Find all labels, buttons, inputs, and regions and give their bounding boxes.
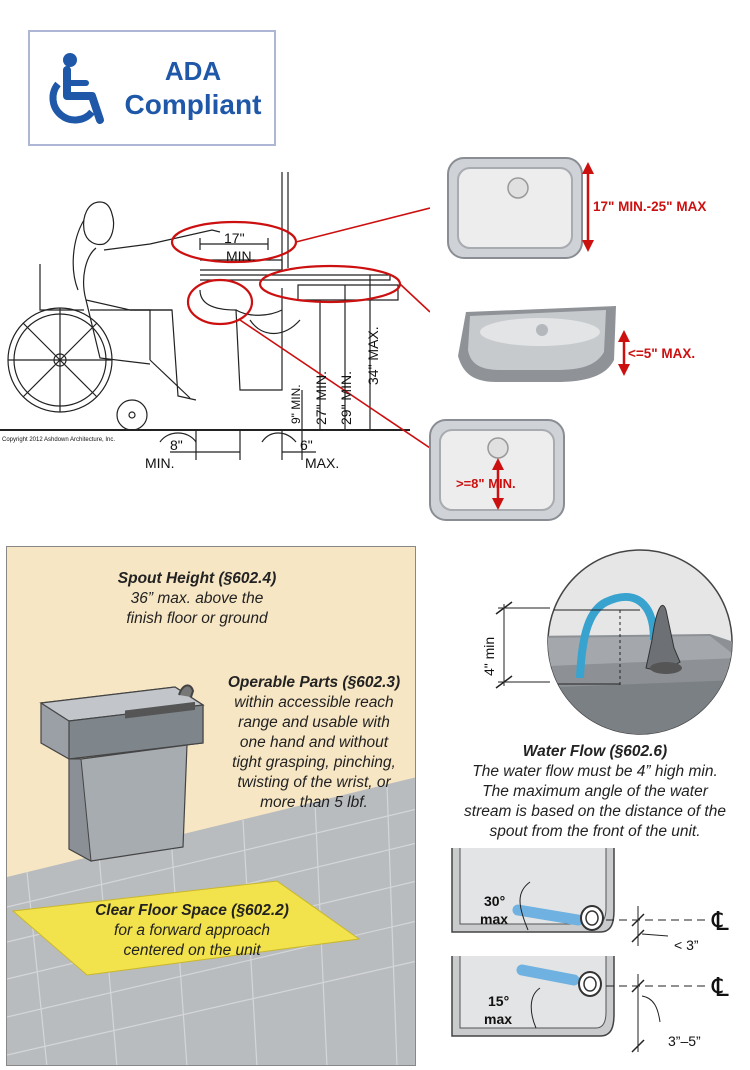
- dim-6-max-label: MAX.: [305, 455, 339, 471]
- dim-9-label: 9" MIN.: [289, 384, 303, 424]
- top-distance-label: < 3”: [674, 937, 699, 953]
- badge-line1: ADA: [164, 56, 222, 86]
- water-flow-note: Water Flow (§602.6) The water flow must …: [440, 742, 750, 842]
- operable-line4: tight grasping, pinching,: [232, 754, 396, 771]
- water-flow-line4: spout from the front of the unit.: [489, 823, 701, 840]
- water-flow-line2: The maximum angle of the water: [482, 783, 708, 800]
- dim-27-label: 27" MIN.: [313, 371, 329, 425]
- operable-parts-title: Operable Parts (§602.3): [227, 674, 401, 691]
- top-angle-label: 30°: [484, 893, 505, 909]
- spout-height-note: Spout Height (§602.4) 36” max. above the…: [67, 569, 327, 629]
- spout-height-line2: finish floor or ground: [126, 610, 268, 627]
- wheelchair-icon: [49, 53, 104, 124]
- dim-29-label: 29" MIN.: [338, 371, 354, 425]
- operable-line6: more than 5 lbf.: [260, 794, 368, 811]
- dim-17-label: 17": [224, 230, 245, 246]
- operable-parts-note: Operable Parts (§602.3) within accessibl…: [203, 673, 415, 813]
- spout-height-line1: 36” max. above the: [130, 590, 264, 607]
- badge-text: ADA Compliant: [118, 54, 268, 122]
- operable-line1: within accessible reach: [234, 694, 394, 711]
- clear-floor-line1: for a forward approach: [114, 922, 270, 939]
- sink-depth-callout: <=5" MAX.: [458, 306, 695, 382]
- fountain-illustration: [7, 684, 415, 1065]
- operable-line5: twisting of the wrist, or: [237, 774, 391, 791]
- badge-line2: Compliant: [124, 89, 262, 120]
- water-flow-detail: 4" min: [481, 549, 733, 735]
- bottom-angle-label: 15°: [488, 993, 509, 1009]
- clear-floor-title: Clear Floor Space (§602.2): [95, 902, 289, 919]
- bottom-centerline-symbol: ℄: [711, 972, 729, 1002]
- operable-line2: range and usable with: [238, 714, 390, 731]
- operable-line3: one hand and without: [239, 734, 389, 751]
- clear-floor-line2: centered on the unit: [123, 942, 261, 959]
- top-centerline-symbol: ℄: [711, 906, 729, 936]
- sink-width-callout: 17" MIN.-25" MAX: [447, 157, 706, 259]
- water-flow-line1: The water flow must be 4” high min.: [472, 763, 718, 780]
- water-flow-title: Water Flow (§602.6): [522, 743, 668, 760]
- drinking-fountain-panel: Spout Height (§602.4) 36” max. above the…: [6, 546, 416, 1066]
- depth-callout-label: <=5" MAX.: [628, 346, 695, 361]
- bottom-max-label: max: [484, 1011, 512, 1027]
- four-inch-min-label: 4" min: [481, 637, 497, 676]
- width-callout-label: 17" MIN.-25" MAX: [593, 199, 706, 214]
- dim-6-label: 6": [300, 437, 313, 453]
- dim-8-label: 8": [170, 437, 183, 453]
- water-flow-line3: stream is based on the distance of the: [464, 803, 726, 820]
- dim-17-min-label: MIN.: [226, 248, 256, 264]
- clear-floor-note: Clear Floor Space (§602.2) for a forward…: [67, 901, 317, 961]
- stream-angle-diagrams: 30° max < 3” ℄ 15° max 3”–5” ℄: [451, 848, 729, 1053]
- bottom-distance-label: 3”–5”: [668, 1033, 701, 1049]
- sink-clearance-diagram: 17" MIN. 27" MIN. 29" MIN. 34" MAX. 9" M…: [0, 172, 430, 471]
- top-max-label: max: [480, 911, 508, 927]
- drain-callout-label: >=8" MIN.: [456, 476, 516, 491]
- dim-34-label: 34" MAX.: [365, 326, 381, 385]
- spout-height-title: Spout Height (§602.4): [117, 570, 277, 587]
- sink-drain-callout: >=8" MIN.: [429, 419, 565, 521]
- dim-8-min-label: MIN.: [145, 455, 175, 471]
- copyright-text: Copyright 2012 Ashdown Architecture, Inc…: [2, 437, 115, 443]
- ada-compliant-badge: ADA Compliant: [28, 30, 276, 146]
